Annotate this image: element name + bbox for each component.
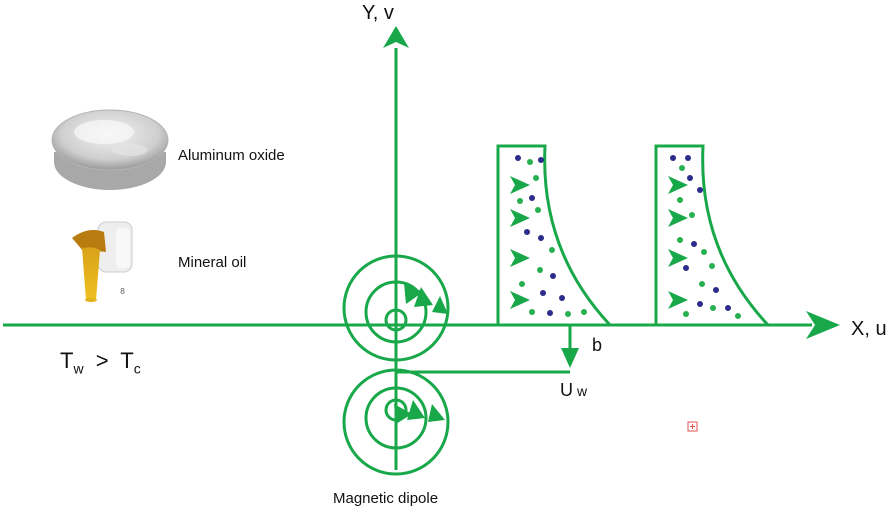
greater-than: >	[95, 348, 109, 373]
t-wall: T	[60, 348, 74, 373]
velocity-profile-2	[654, 144, 770, 327]
slot-arrowhead	[561, 348, 579, 368]
velocity-profile-1	[496, 144, 612, 327]
temperature-condition: Tw > Tc	[60, 348, 141, 376]
profile-1-arrows	[510, 176, 530, 309]
x-axis-label: X, u	[851, 318, 886, 340]
profile-2-arrows	[668, 176, 688, 309]
mineral-oil-bottle-icon: 8	[72, 221, 133, 302]
profile-2-particles	[670, 155, 741, 319]
y-axis-label: Y, v	[362, 2, 394, 24]
dipole-upper-arrows	[404, 283, 448, 314]
x-axis-arrowhead	[806, 311, 840, 339]
slot-width-label: b	[592, 335, 603, 355]
slot-indicator	[396, 325, 579, 374]
dipole-lower-arrows	[394, 400, 445, 424]
profile-1-particles	[515, 155, 587, 317]
wall-velocity-subscript: w	[577, 383, 588, 399]
t-cold: T	[120, 348, 134, 373]
t-wall-subscript: w	[73, 360, 84, 377]
bottle-mark: 8	[120, 287, 125, 296]
wall-velocity-symbol: U	[560, 380, 573, 400]
t-cold-subscript: c	[133, 360, 141, 377]
small-marker-icon	[687, 421, 698, 432]
base-fluid-label: Mineral oil	[178, 254, 247, 271]
dipole-lower-loops	[342, 368, 450, 476]
dipole-upper-loops	[342, 254, 450, 362]
dipole-caption: Magnetic dipole	[333, 490, 439, 507]
nanoparticle-label: Aluminum oxide	[178, 147, 285, 164]
x-axis	[3, 311, 840, 339]
aluminum-oxide-powder-icon	[51, 109, 169, 190]
y-axis-arrowhead	[383, 26, 409, 48]
